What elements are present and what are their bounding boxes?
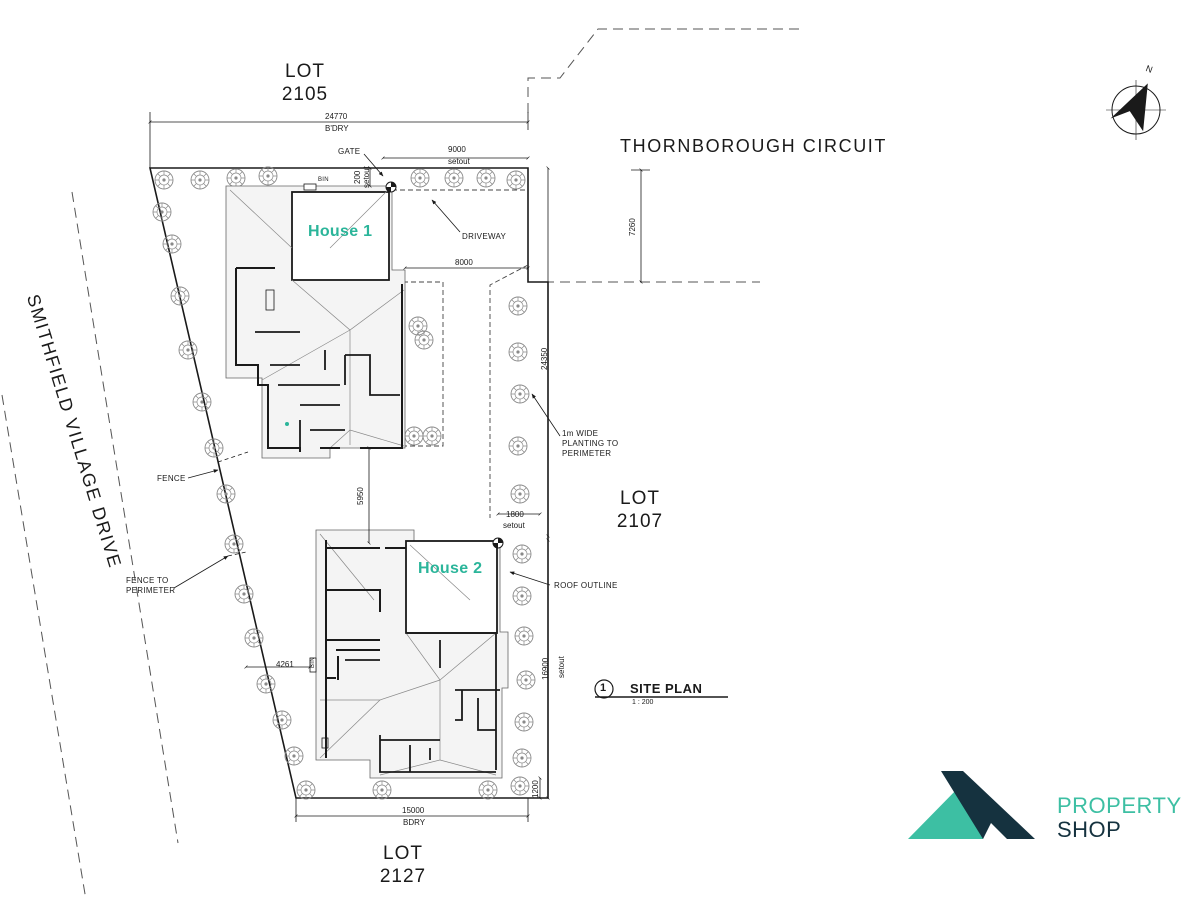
dim-corner-height: 7260 [628,218,637,236]
dimension-lines [148,112,650,822]
house-1-plan [225,183,406,459]
logo-text-shop: SHOP [1057,817,1122,842]
lot-2107-number: 2107 [616,511,664,532]
street-thornborough-circuit: THORNBOROUGH CIRCUIT [620,136,887,156]
logo-text-property: PROPERTY [1057,793,1182,818]
dim-top-boundary: 24770 [325,112,348,121]
dim-side-length: 24350 [540,347,549,370]
dim-house2-setout-note: setout [503,521,525,530]
title-block-scale: 1 : 200 [632,699,654,706]
roof-outline-label: ROOF OUTLINE [554,581,618,590]
dim-house2-setout: 1800 [506,510,524,519]
street-edge-lines [1,191,179,900]
title-block-graphics [594,679,728,699]
thornborough-boundary [527,28,800,283]
lot-2107-word: LOT [620,488,660,509]
driveway-label: DRIVEWAY [462,232,507,241]
fence-label: FENCE [157,474,186,483]
dim-house-gap: 5950 [356,487,365,505]
leader-arrows [173,153,561,589]
lot-2105-number: 2105 [281,84,329,105]
fence-perimeter-label-2: PERIMETER [126,586,176,595]
lot-2127-number: 2127 [379,866,427,887]
lot-2107-label: LOT 2107 [615,487,665,533]
house-2-label: House 2 [418,560,483,577]
dim-bin-offset: 4261 [276,660,294,669]
setout-marker-1 [385,181,397,193]
dim-gate-small-note: setout [362,166,371,188]
gate-label: GATE [338,147,361,156]
house-2-plan [309,529,509,779]
setout-marker-2 [492,537,504,549]
lot-2105-word: LOT [285,61,325,82]
dim-gate-setout: 9000 [448,145,466,154]
dim-gate-small: 200 [353,170,362,184]
dim-bottom-boundary: 15000 [402,806,425,815]
bin-1-label: BIN [318,177,329,183]
north-arrow-icon [1106,80,1166,140]
title-block-number: 1 [600,682,607,694]
dim-house2-side-note: setout [557,656,566,678]
lot-2127-label: LOT 2127 [378,842,428,888]
dim-top-boundary-note: B'DRY [325,124,349,133]
lot-2127-word: LOT [383,843,423,864]
bin-2-label: BIN [310,657,316,668]
planting-label-2: PLANTING TO [562,439,619,448]
planting-label-1: 1m WIDE [562,429,599,438]
title-block-title: SITE PLAN [630,681,703,696]
property-shop-logo-icon [908,771,1035,839]
planting-label-3: PERIMETER [562,449,612,458]
property-shop-logo: PROPERTY SHOP [905,765,1195,845]
dim-gate-setout-note: setout [448,157,470,166]
dim-bottom-small: 1200 [531,780,540,798]
driveway-outline [392,189,529,518]
dim-bottom-boundary-note: BDRY [403,818,426,827]
house-1-label: House 1 [308,223,373,240]
dim-driveway-width: 8000 [455,258,473,267]
dim-house2-side: 16900 [541,657,550,680]
lot-2105-label: LOT 2105 [280,60,330,106]
fence-perimeter-label-1: FENCE TO [126,576,169,585]
